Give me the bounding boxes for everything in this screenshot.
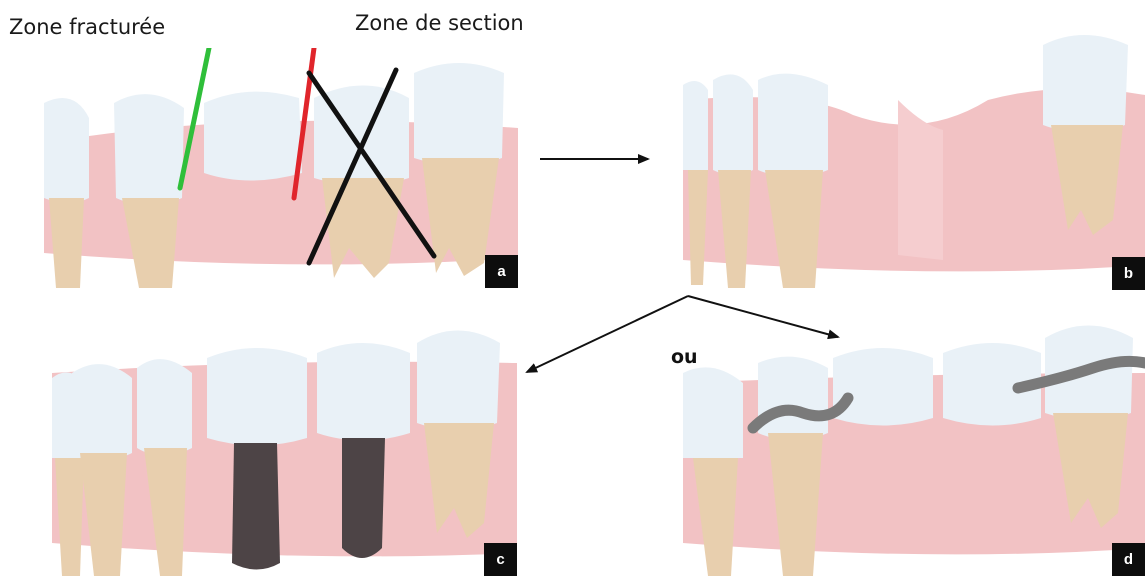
implant-crown bbox=[207, 348, 307, 446]
or-label: ou bbox=[671, 346, 698, 368]
panel-d-badge: d bbox=[1112, 543, 1145, 576]
panel-a-original-teeth: a bbox=[44, 48, 518, 288]
panel-c-implant-option: c bbox=[52, 318, 517, 576]
panel-b-badge: b bbox=[1112, 257, 1145, 290]
arrow-b-to-c bbox=[527, 296, 688, 372]
implant-crown bbox=[317, 343, 410, 441]
panel-b-illustration bbox=[683, 30, 1145, 290]
panel-a-illustration bbox=[44, 48, 518, 288]
bridge-pontic bbox=[833, 348, 933, 426]
fracture-zone-label: Zone fracturée bbox=[9, 15, 165, 39]
panel-d-illustration bbox=[683, 318, 1145, 576]
panel-d-bridge-option: d bbox=[683, 318, 1145, 576]
panel-b-extracted-gap: b bbox=[683, 30, 1145, 290]
implant-fixture bbox=[232, 443, 280, 570]
section-zone-label: Zone de section bbox=[355, 11, 524, 35]
panel-a-badge: a bbox=[485, 255, 518, 288]
panel-c-illustration bbox=[52, 318, 517, 576]
panel-c-badge: c bbox=[484, 543, 517, 576]
implant-fixture bbox=[342, 438, 385, 558]
